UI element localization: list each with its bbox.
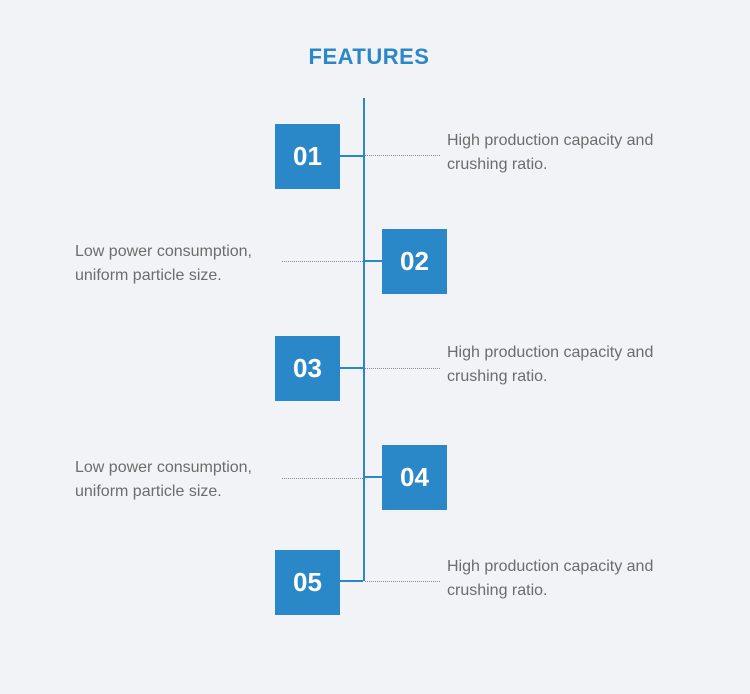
feature-description-line: Low power consumption, (75, 243, 252, 260)
feature-connector-03 (340, 367, 363, 369)
feature-leader-line-03 (365, 368, 440, 369)
feature-description-01: High production capacity and crushing ra… (447, 129, 653, 177)
feature-description-line: High production capacity and (447, 344, 654, 361)
feature-description-line: crushing ratio. (447, 368, 548, 385)
feature-leader-line-02 (282, 261, 363, 262)
feature-description-line: uniform particle size. (75, 267, 222, 284)
feature-number-box-02: 02 (382, 229, 447, 294)
timeline-axis (363, 98, 365, 581)
feature-description-04: Low power consumption, uniform particle … (75, 456, 252, 504)
feature-description-line: Low power consumption, (75, 459, 252, 476)
feature-description-line: crushing ratio. (447, 582, 548, 599)
feature-description-line: uniform particle size. (75, 483, 222, 500)
feature-leader-line-05 (365, 581, 440, 582)
feature-description-03: High production capacity and crushing ra… (447, 341, 653, 389)
page-title: FEATURES (308, 44, 430, 69)
feature-number-box-01: 01 (275, 124, 340, 189)
feature-leader-line-01 (365, 155, 440, 156)
feature-number-box-03: 03 (275, 336, 340, 401)
feature-description-02: Low power consumption, uniform particle … (75, 240, 252, 288)
feature-connector-01 (340, 155, 363, 157)
feature-description-05: High production capacity and crushing ra… (447, 555, 653, 603)
feature-description-line: crushing ratio. (447, 156, 548, 173)
feature-leader-line-04 (282, 478, 363, 479)
feature-description-line: High production capacity and (447, 132, 654, 149)
feature-connector-05 (340, 580, 363, 582)
feature-description-line: High production capacity and (447, 558, 654, 575)
feature-number-box-05: 05 (275, 550, 340, 615)
feature-connector-02 (365, 260, 382, 262)
feature-connector-04 (365, 476, 382, 478)
feature-number-box-04: 04 (382, 445, 447, 510)
